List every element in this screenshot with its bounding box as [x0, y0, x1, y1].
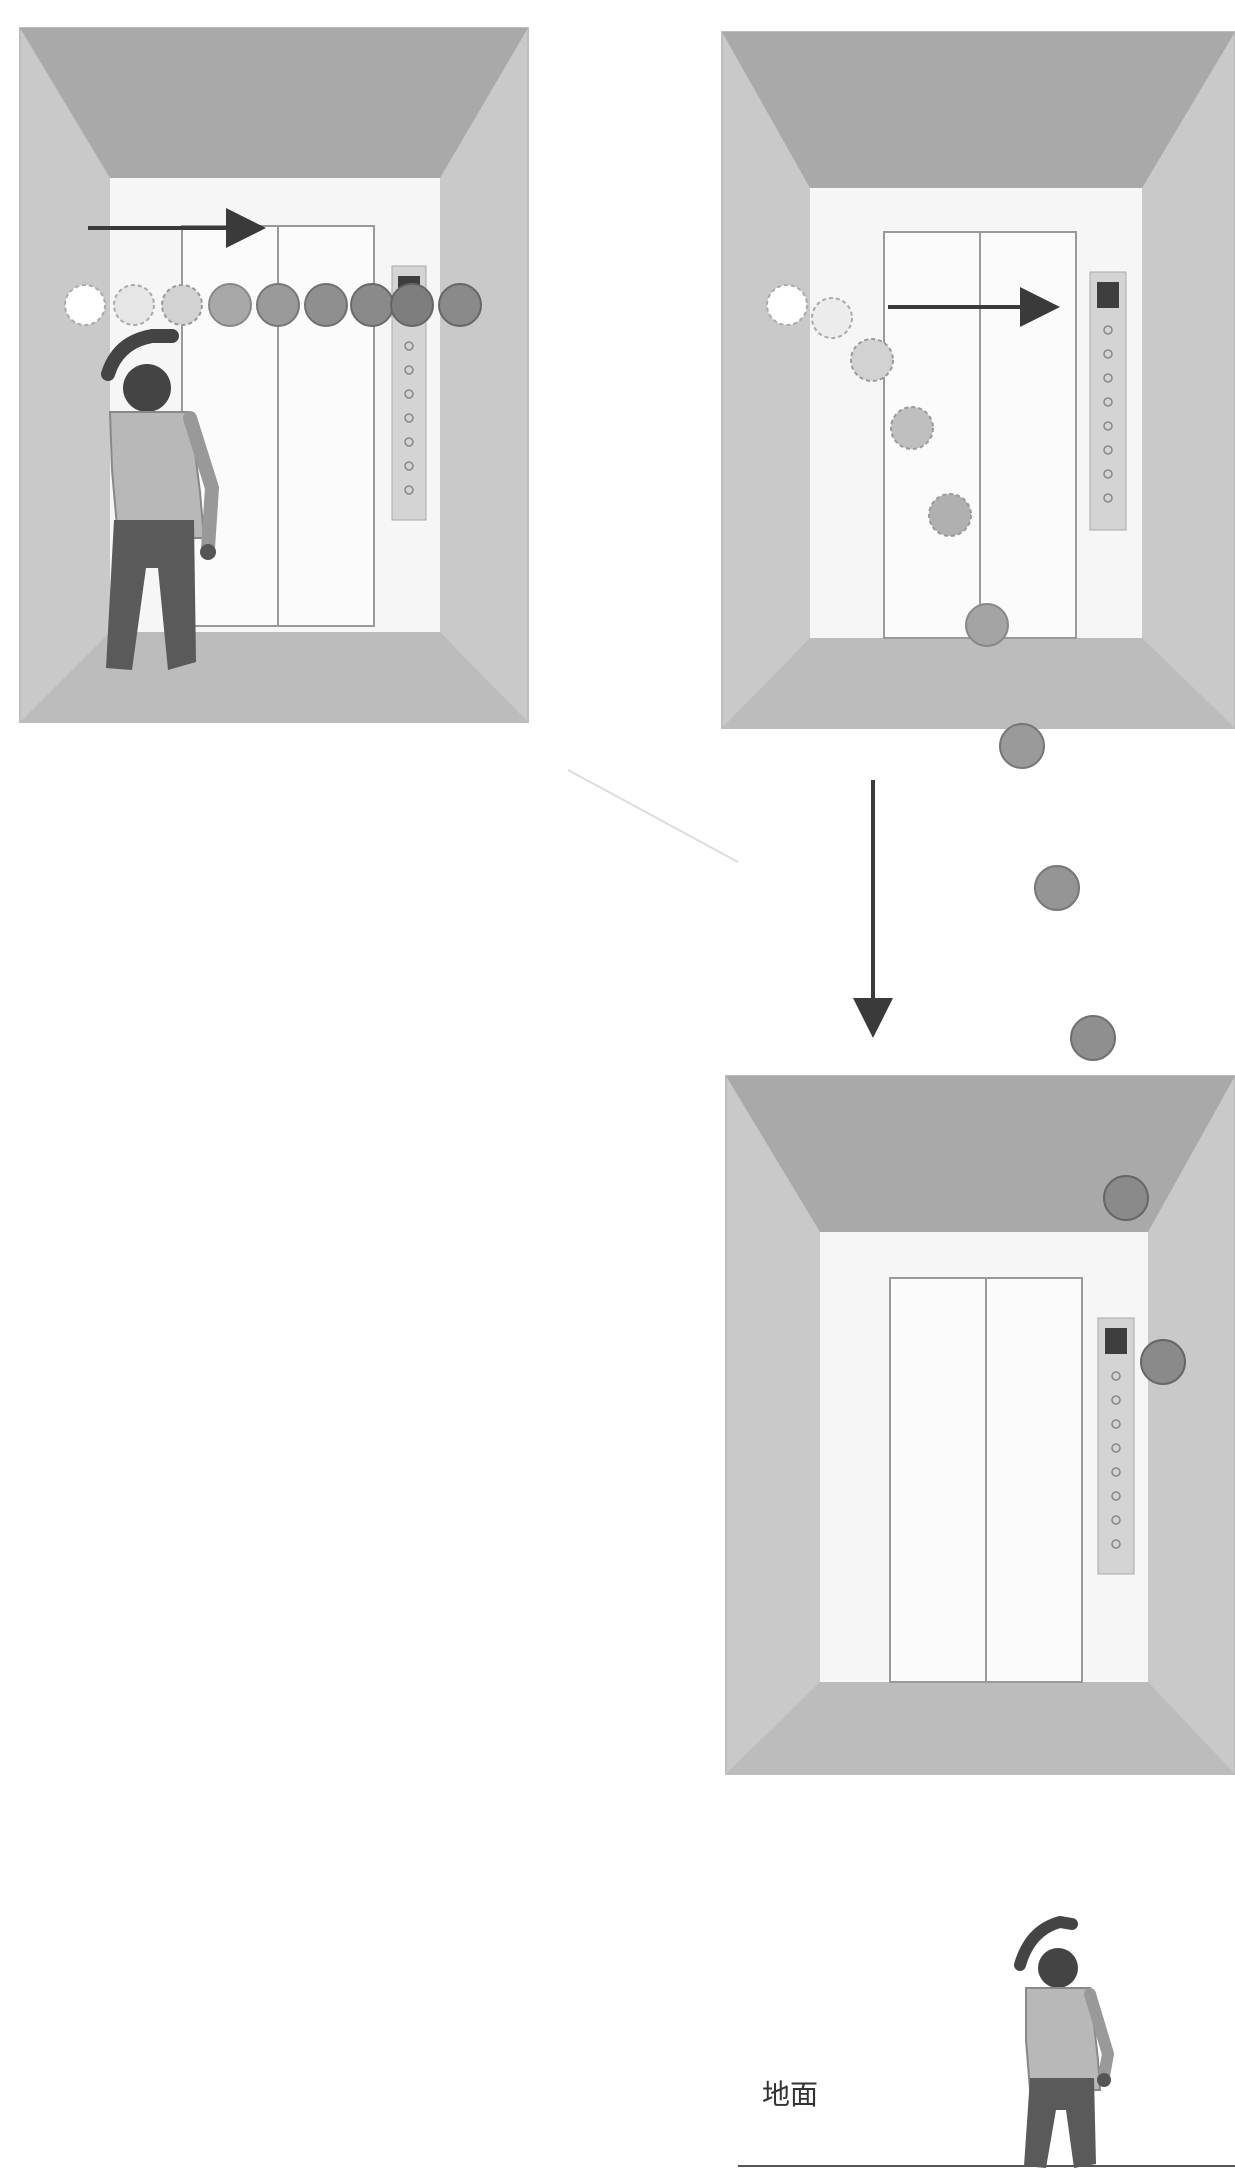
- control-panel: [1098, 1318, 1134, 1574]
- ball-position: [65, 285, 105, 325]
- ball-position: [929, 494, 971, 536]
- ball-position: [891, 407, 933, 449]
- ball-trajectory-falling: [1000, 724, 1115, 1060]
- floor-display: [1097, 282, 1119, 308]
- ball-position: [812, 298, 852, 338]
- ball-position: [114, 285, 154, 325]
- person-on-ground: [1020, 1922, 1111, 2168]
- faint-guide-line: [568, 770, 738, 862]
- ball-position: [1071, 1016, 1115, 1060]
- ball-position: [767, 285, 807, 325]
- ground-label: 地面: [762, 2073, 818, 2113]
- ball-position: [305, 284, 347, 326]
- floor-display: [1105, 1328, 1127, 1354]
- ball-position: [1141, 1340, 1185, 1384]
- ball-position: [851, 339, 893, 381]
- ball-trajectory-horizontal: [65, 284, 481, 326]
- elevator-panel-top-right: [722, 32, 1235, 728]
- ball-position: [391, 284, 433, 326]
- ball-position: [1000, 724, 1044, 768]
- ball-position: [209, 284, 251, 326]
- elevator-doors: [890, 1278, 1082, 1682]
- control-panel: [1090, 272, 1126, 530]
- elevator-panel-bottom-right: [726, 1076, 1235, 1774]
- ball-position: [1104, 1176, 1148, 1220]
- ball-position: [1035, 866, 1079, 910]
- ball-position: [966, 604, 1008, 646]
- elevator-panel-top-left: [20, 28, 528, 722]
- ball-position: [439, 284, 481, 326]
- ball-position: [351, 284, 393, 326]
- ball-position: [162, 285, 202, 325]
- ball-position: [257, 284, 299, 326]
